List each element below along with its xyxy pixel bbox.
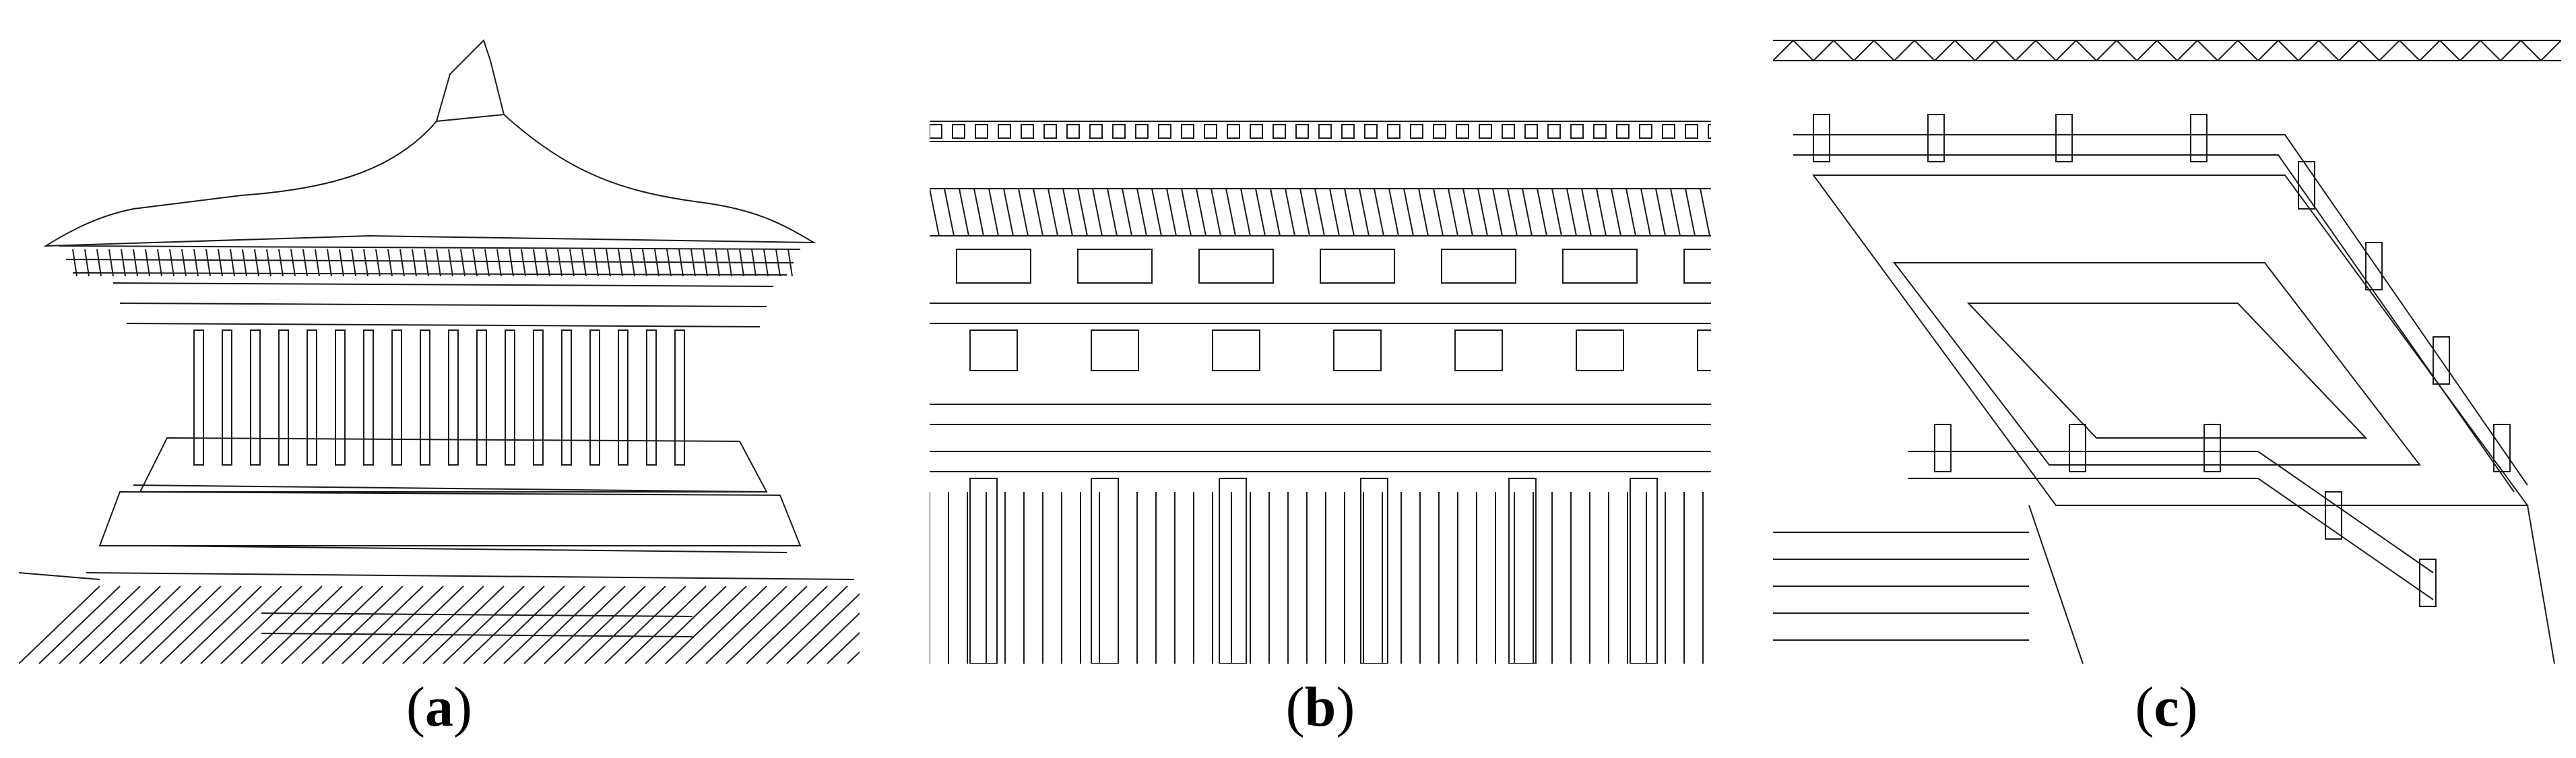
caption-b: (b) xyxy=(1285,676,1355,738)
caption-a: (a) xyxy=(406,676,472,738)
caption-c: (c) xyxy=(2135,676,2198,738)
figure-panel-b xyxy=(930,20,1711,664)
figure-panel-a xyxy=(19,20,860,664)
balustrade-platform-line-drawing xyxy=(1773,20,2561,664)
pavilion-line-drawing xyxy=(19,20,860,664)
figure-panel-c xyxy=(1773,20,2561,664)
bracket-detail-line-drawing xyxy=(930,20,1711,664)
